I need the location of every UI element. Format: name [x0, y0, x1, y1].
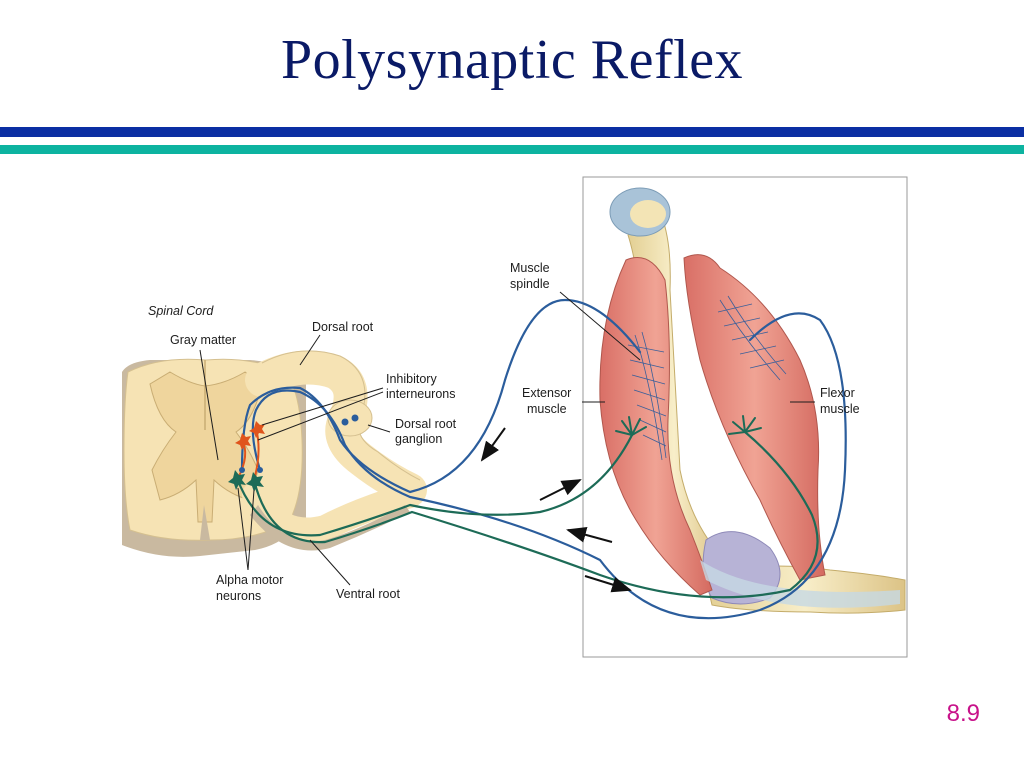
ventral-root-band: [242, 482, 423, 544]
dorsal-root-ganglion-shape: [327, 399, 373, 437]
direction-arrows: [480, 427, 632, 593]
label-dorsal-root-ganglion-line2: ganglion: [395, 432, 442, 446]
sensory-terminal: [239, 467, 245, 473]
alpha-motor-neuron-body: [246, 472, 264, 492]
label-spinal-cord: Spinal Cord: [148, 304, 214, 318]
slide-title: Polysynaptic Reflex: [280, 29, 744, 91]
title-rule-teal: [0, 145, 1024, 154]
label-alpha-motor-neurons-line2: neurons: [216, 589, 261, 603]
sensory-neuron-extensor: [240, 298, 642, 494]
arrow-sensory-in: [480, 427, 506, 462]
label-flexor-muscle-line1: Flexor: [820, 386, 855, 400]
label-extensor-muscle-line2: muscle: [527, 402, 567, 416]
label-inhibitory-interneurons-line1: Inhibitory: [386, 372, 437, 386]
label-dorsal-root: Dorsal root: [312, 320, 374, 334]
extensor-end-plate: [615, 416, 647, 436]
title-rule-blue: [0, 127, 1024, 137]
label-ventral-root: Ventral root: [336, 587, 400, 601]
anterior-median-fissure: [200, 505, 210, 540]
extensor-spindle: [627, 331, 667, 461]
label-flexor-muscle-line2: muscle: [820, 402, 860, 416]
ganglion-cell-body: [341, 418, 349, 426]
label-inhibitory-interneurons-line2: interneurons: [386, 387, 456, 401]
ganglion-cell-body: [351, 414, 359, 422]
neural-pathways: [228, 298, 847, 620]
label-alpha-motor-neurons-line1: Alpha motor: [216, 573, 283, 587]
sensory-terminal: [257, 467, 263, 473]
leader-lines: [199, 291, 815, 586]
label-muscle-spindle-line1: Muscle: [510, 261, 550, 275]
humeral-head-cap: [630, 200, 666, 228]
spinal-cord-section: [122, 350, 427, 557]
ventral-root-shadow: [250, 505, 410, 551]
sensory-neuron-flexor: [251, 312, 847, 620]
label-muscle-spindle-line2: spindle: [510, 277, 550, 291]
flexor-spindle: [717, 295, 787, 381]
motor-neuron-flexor: [252, 430, 819, 599]
motor-neuron-extensor: [235, 433, 634, 537]
label-dorsal-root-ganglion-line1: Dorsal root: [395, 417, 457, 431]
slide-number: 8.9: [946, 700, 980, 727]
flexor-end-plate: [728, 415, 762, 435]
arrow-sensory-in-flexor: [566, 527, 613, 543]
label-extensor-muscle-line1: Extensor: [522, 386, 571, 400]
interneuron-cell-body: [235, 433, 251, 450]
label-gray-matter: Gray matter: [170, 333, 236, 347]
arrow-motor-out-extensor: [539, 479, 582, 501]
interneuron-cell-body: [249, 421, 265, 438]
alpha-motor-neuron-body: [228, 470, 246, 490]
arrow-motor-out-flexor: [584, 575, 632, 593]
